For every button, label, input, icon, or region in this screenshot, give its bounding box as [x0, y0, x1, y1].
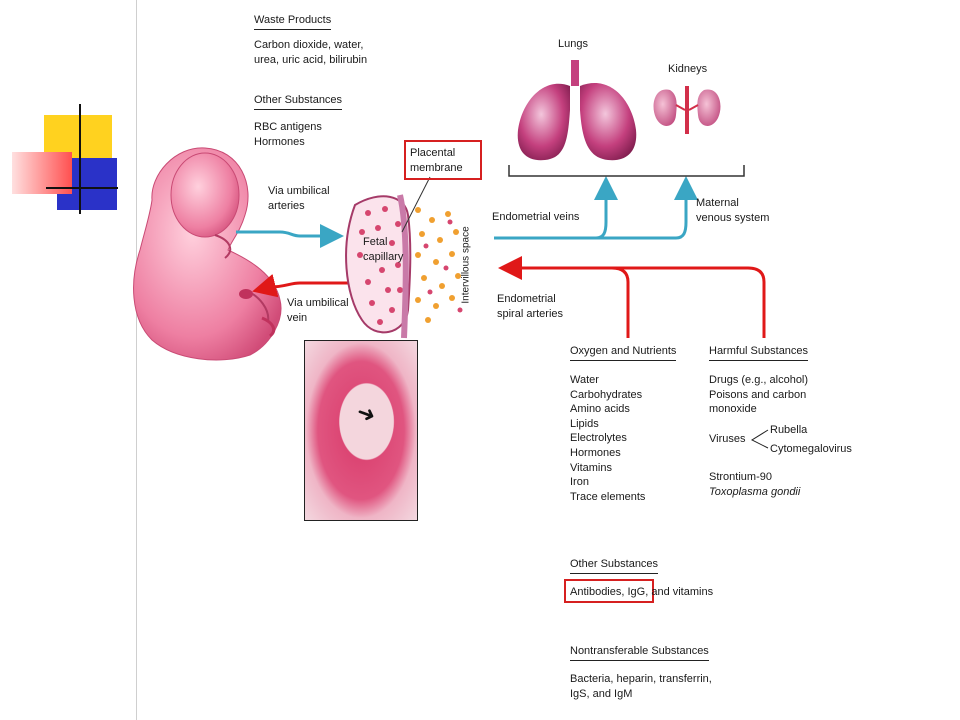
umbilical-vein-arrow — [252, 273, 350, 298]
spiral-arteries-label: Endometrial spiral arteries — [497, 293, 564, 320]
endometrial-veins-label: Endometrial veins — [492, 211, 580, 223]
list-item: Trace elements — [570, 490, 646, 503]
virus-bracket — [750, 429, 769, 449]
vitamins-text: , and vitamins — [645, 586, 714, 598]
strontium-label: Strontium-90 — [709, 471, 772, 483]
harmful-substances-heading: Harmful Substances — [709, 344, 809, 361]
via-arteries-label: Via umbilical arteries — [268, 185, 330, 212]
spiral-artery-arrow — [498, 256, 766, 338]
virus-rubella: Rubella — [770, 424, 808, 436]
villus-illustration — [345, 194, 463, 339]
intervillous-space-label: Intervillous space — [460, 226, 472, 304]
nontransferable-heading: Nontransferable Substances — [570, 644, 709, 661]
nontransferable-list: Bacteria, heparin, transferrin, IgS, and… — [570, 673, 712, 700]
list-item: Electrolytes — [570, 432, 627, 445]
umbilical-artery-arrow — [236, 224, 344, 248]
organ-bracket — [508, 165, 745, 177]
deco-horizontal-line — [46, 187, 118, 189]
figure-border-line — [136, 0, 137, 720]
fetal-capillary-label: Fetal capillary — [363, 236, 404, 263]
placental-membrane-box — [404, 140, 482, 180]
list-item: Amino acids — [570, 403, 630, 416]
lungs-label: Lungs — [558, 38, 588, 50]
micrograph-image: ➜ — [304, 340, 418, 521]
oxygen-nutrients-list: Water Carbohydrates Amino acids Lipids E… — [570, 373, 645, 504]
waste-products-list: Carbon dioxide, water, urea, uric acid, … — [254, 39, 368, 66]
oxygen-nutrients-heading: Oxygen and Nutrients — [570, 344, 677, 361]
other-substances-bottom-heading: Other Substances — [570, 557, 659, 574]
kidneys-label: Kidneys — [668, 63, 708, 75]
other-substances-bottom-text: Antibodies, IgG, and vitamins — [570, 585, 713, 599]
viruses-label: Viruses — [709, 433, 746, 445]
via-vein-label: Via umbilical vein — [287, 297, 349, 324]
antibodies-igg-box — [564, 579, 654, 603]
list-item: Hormones — [570, 446, 621, 459]
placental-membrane-label: Placental membrane — [410, 147, 463, 174]
deco-vertical-line — [79, 104, 81, 214]
micrograph-arrow-icon: ➜ — [353, 398, 380, 429]
list-item: Iron — [570, 476, 589, 489]
other-substances-top-list: RBC antigens Hormones — [254, 121, 322, 148]
membrane-pointer — [401, 176, 431, 233]
kidneys-illustration — [653, 86, 721, 134]
harmful-substances-list: Drugs (e.g., alcohol) Poisons and carbon… — [709, 374, 809, 416]
list-item: Carbohydrates — [570, 388, 643, 401]
list-item: Vitamins — [570, 461, 612, 474]
spiral-artery-branch — [611, 266, 630, 338]
toxoplasma-label: Toxoplasma gondii — [709, 486, 801, 498]
waste-products-heading: Waste Products — [254, 13, 332, 30]
other-substances-top-heading: Other Substances — [254, 93, 343, 110]
lungs-illustration — [517, 60, 637, 161]
list-item: Water — [570, 374, 599, 386]
virus-cytomegalovirus: Cytomegalovirus — [770, 443, 852, 455]
list-item: Lipids — [570, 417, 599, 430]
maternal-venous-arrow — [594, 176, 698, 240]
maternal-venous-label: Maternal venous system — [696, 197, 770, 224]
fetus-illustration — [133, 147, 282, 361]
antibodies-igg-text: Antibodies, IgG — [570, 586, 646, 598]
